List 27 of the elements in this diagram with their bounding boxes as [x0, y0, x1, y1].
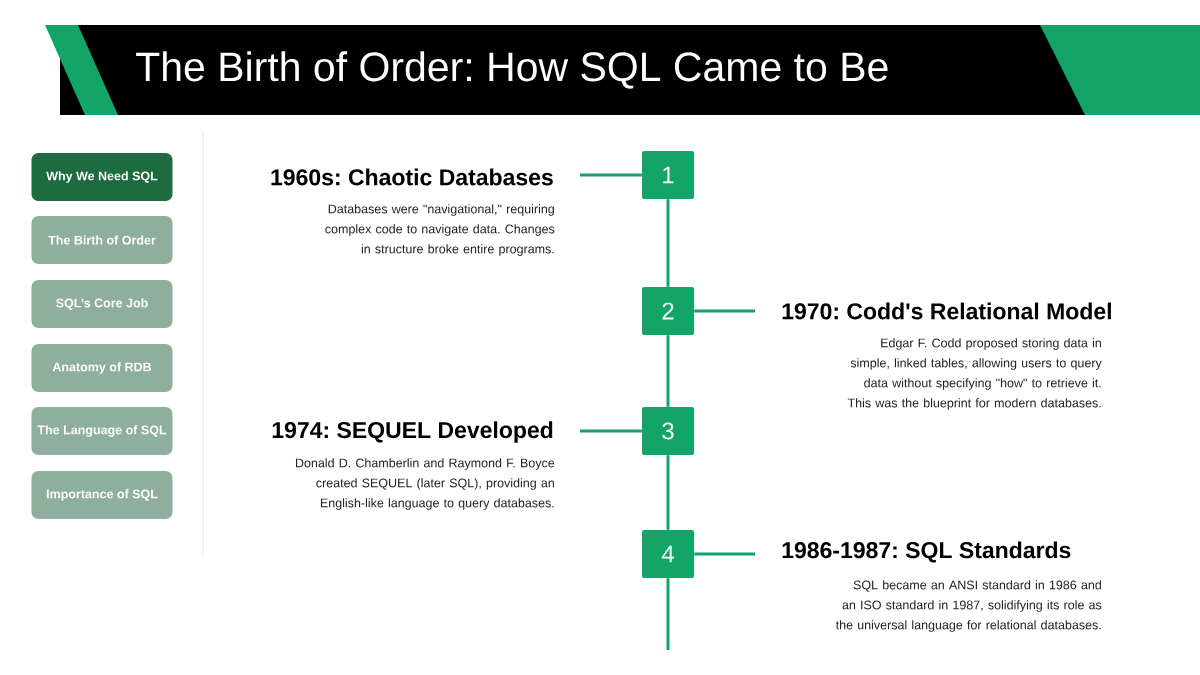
heading-text: 1960s: Chaotic Databases	[271, 168, 553, 186]
active-tab: Why We Need SQL	[31, 153, 173, 201]
number-box: 4	[642, 530, 694, 578]
connector-line	[666, 455, 670, 530]
description-text: Edgar F. Codd proposed storing data in simple, linked tables, allowing users to query data without specifying "how" to retrieve it. This was the blueprint for modern databases.	[847, 338, 1102, 410]
connector-line	[580, 429, 642, 433]
number-box: 1	[642, 151, 694, 199]
number-box: 3	[642, 407, 694, 455]
menu-tab: SQL’s Core Job	[31, 280, 173, 328]
connector-line	[694, 552, 755, 556]
description-text: Donald D. Chamberlin and Raymond F. Boyce created SEQUEL (later SQL), providing an English-like language to query databases.	[296, 458, 555, 510]
connector-line	[694, 309, 755, 313]
number-box: 2	[642, 287, 694, 335]
heading-text: 1970: Codd's Relational Model	[782, 302, 1111, 320]
description-text: SQL became an ANSI standard in 1986 and an ISO standard in 1987, solidifying its role as the universal language for relational databases.	[835, 580, 1102, 632]
description-text: Databases were "navigational," requiring complex code to navigate data. Changes in structure broke entire programs.	[325, 204, 555, 256]
heading-text: 1974: SEQUEL Developed	[272, 421, 553, 443]
connector-line	[666, 578, 670, 650]
connector-line	[580, 173, 642, 177]
menu-tab: Anatomy of RDB	[31, 344, 173, 392]
menu-tab: The Birth of Order	[31, 216, 173, 264]
title-text: The Birth of Order: How SQL Came to Be	[136, 51, 888, 89]
heading-text: 1986-1987: SQL Standards	[782, 541, 1071, 563]
menu-tab: The Language of SQL	[31, 407, 173, 455]
connector-line	[666, 199, 670, 287]
connector-line	[666, 335, 670, 407]
menu-tab: Importance of SQL	[31, 471, 173, 519]
